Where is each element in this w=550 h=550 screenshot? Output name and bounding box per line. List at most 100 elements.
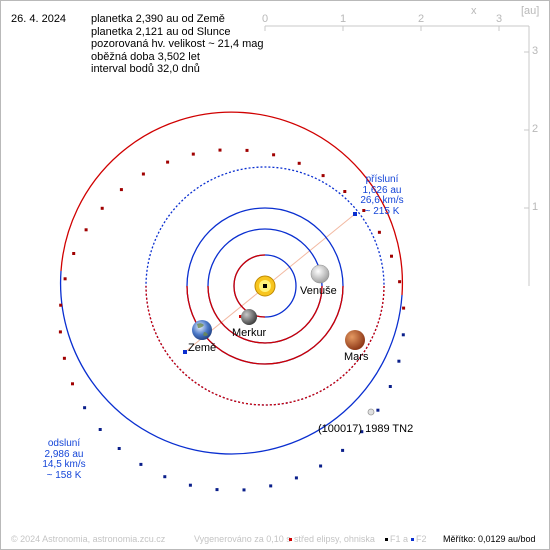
- legend-f1: F1 a: [385, 534, 408, 544]
- orbit-point: [245, 148, 249, 152]
- legend-f1-text: F1 a: [390, 534, 409, 544]
- asteroid-label: (100017) 1989 TN2: [318, 423, 414, 435]
- x-tick-label-3: 3: [496, 13, 503, 25]
- ellipse-center-marker: [239, 315, 242, 318]
- mars-label: Mars: [344, 351, 369, 363]
- legend-center: střed elipsy, ohniska: [289, 534, 375, 544]
- info-interval: interval bodů 32,0 dnů: [91, 63, 200, 75]
- orbit-point: [401, 333, 405, 337]
- orbit-point: [117, 447, 121, 450]
- orbit-point: [390, 254, 393, 258]
- mars-orbit-below: [145, 285, 385, 406]
- orbit-point: [191, 152, 195, 156]
- orbit-point: [83, 406, 87, 410]
- orbit-point: [163, 475, 167, 479]
- perihelion-speed: 26,6 km/s: [360, 195, 404, 206]
- orbit-point: [362, 209, 366, 212]
- orbit-point: [84, 228, 88, 232]
- perihelion-marker: [353, 212, 357, 216]
- orbit-point: [402, 306, 406, 310]
- mars-icon: [345, 330, 365, 350]
- perihelion-temp: ~ 215 K: [364, 205, 400, 217]
- scale-text: Měřítko: 0,0129 au/bod: [443, 534, 536, 544]
- y-tick-label-3: 3: [532, 45, 539, 57]
- asteroid-orbit-above-ecliptic: [60, 111, 404, 296]
- orbit-point: [319, 464, 323, 468]
- aphelion-marker: [183, 350, 187, 354]
- legend-f1-marker: [385, 538, 388, 542]
- y-tick-label-2: 2: [532, 123, 539, 135]
- info-block: planetka 2,390 au od Země planetka 2,121…: [91, 13, 264, 76]
- aphelion-title: odsluní: [47, 438, 81, 449]
- orbit-point: [141, 172, 145, 176]
- orbit-point: [58, 330, 62, 334]
- aphelion-distance: 2,986 au: [44, 448, 84, 460]
- orbit-point: [100, 206, 104, 210]
- legend-center-text: střed elipsy, ohniska: [294, 534, 375, 544]
- earth-label: Země: [188, 342, 217, 354]
- x-axis-label: x: [471, 5, 477, 17]
- legend-f2-marker: [411, 538, 414, 542]
- venus-orbit-below: [207, 285, 323, 344]
- mercury-icon: [241, 309, 257, 325]
- orbit-point: [294, 476, 298, 480]
- orbit-point: [272, 153, 276, 157]
- orbit-point: [119, 188, 123, 192]
- orbit-point: [341, 448, 345, 452]
- orbit-point: [398, 280, 402, 284]
- orbit-point: [397, 359, 401, 363]
- orbit-point: [71, 382, 74, 386]
- info-magnitude: pozorovaná hv. velikost ~ 21,4 mag: [91, 38, 264, 50]
- legend-f2: F2: [411, 534, 427, 544]
- orbit-point: [139, 462, 143, 466]
- orbit-point: [388, 385, 392, 388]
- orbit-point: [62, 356, 66, 360]
- planet-orbits: [186, 207, 344, 365]
- orbit-point: [321, 174, 325, 178]
- x-tick-label-1: 1: [340, 13, 347, 25]
- venus-label: Venuše: [300, 285, 337, 297]
- earth-orbit-below: [186, 285, 344, 365]
- info-distance-sun: planetka 2,121 au od Slunce: [91, 25, 231, 38]
- orbit-point: [269, 484, 273, 488]
- aphelion-temp: ~ 158 K: [46, 469, 82, 481]
- aphelion-speed: 14,5 km/s: [42, 459, 86, 470]
- aphelion-label: odsluní 2,986 au 14,5 km/s ~ 158 K: [39, 438, 89, 481]
- orbit-point: [215, 488, 219, 492]
- legend-f2-text: F2: [416, 534, 427, 544]
- orbit-point: [377, 230, 381, 234]
- axis-unit-label: [au]: [521, 5, 540, 17]
- generated-time-text: Vygenerováno za 0,10 s: [194, 534, 291, 544]
- x-tick-label-0: 0: [262, 13, 269, 25]
- info-distance-earth: planetka 2,390 au od Země: [91, 13, 225, 25]
- date-label: 26. 4. 2024: [11, 13, 67, 25]
- perihelion-distance: 1,626 au: [362, 184, 402, 196]
- orbit-point: [218, 148, 222, 152]
- axes: [264, 25, 530, 286]
- orbit-point: [59, 303, 63, 307]
- venus-icon: [310, 264, 330, 284]
- orbit-point: [188, 483, 192, 487]
- perihelion-label: přísluní 1,626 au 26,6 km/s ~ 215 K: [357, 174, 407, 217]
- orbit-point: [360, 430, 364, 434]
- copyright-text: © 2024 Astronomia, astronomia.zcu.cz: [11, 534, 166, 544]
- orbit-point: [297, 161, 301, 165]
- asteroid-position-icon: [367, 408, 375, 416]
- orbit-point: [166, 160, 170, 164]
- orbit-point: [242, 488, 246, 492]
- perihelion-title: přísluní: [365, 174, 399, 185]
- asteroid-orbit: [59, 111, 404, 455]
- earth-icon: [192, 320, 212, 340]
- mercury-label: Merkur: [232, 327, 267, 339]
- info-period: oběžná doba 3,502 let: [91, 50, 200, 63]
- orbit-point: [63, 277, 67, 281]
- orbit-point: [72, 252, 76, 255]
- asteroid-orbit-below-ecliptic: [59, 270, 403, 455]
- orbit-point: [376, 408, 380, 412]
- sun-focus-dot: [263, 284, 267, 288]
- y-tick-label-1: 1: [532, 201, 539, 213]
- legend-center-marker: [289, 538, 292, 542]
- asteroid-orbit-points: [58, 148, 406, 492]
